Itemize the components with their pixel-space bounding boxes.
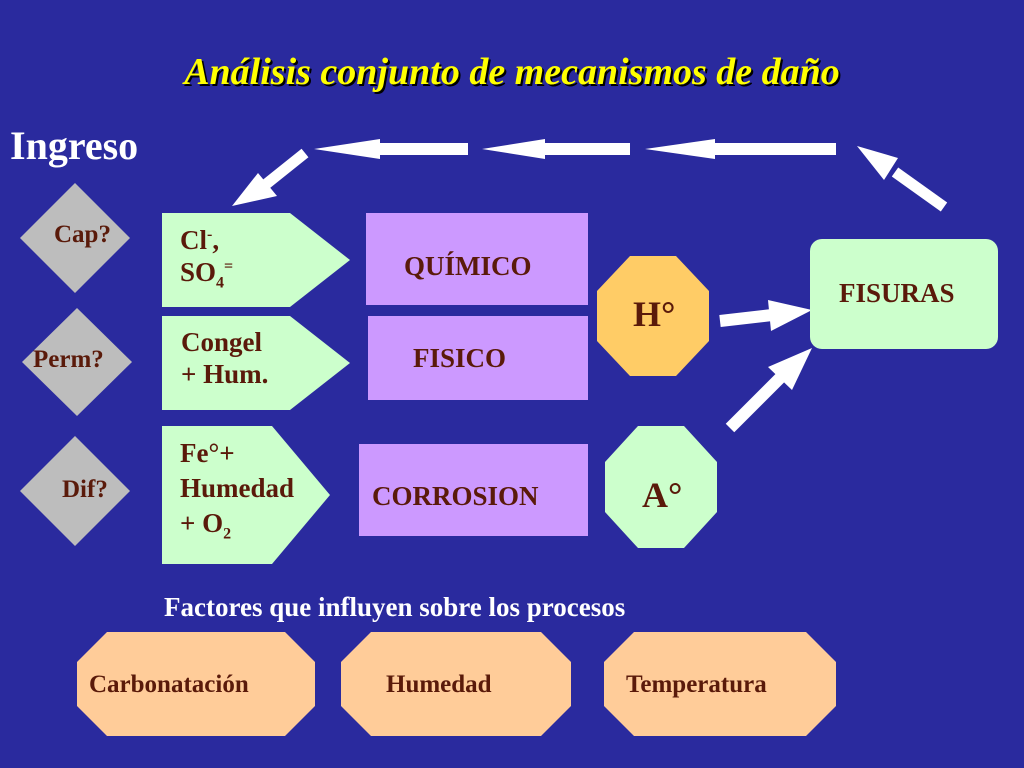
mechanism-physical-label: FISICO: [413, 343, 507, 373]
agent-freeze-humidity: [162, 316, 350, 410]
factor-carbonation-label: Carbonatación: [89, 671, 249, 698]
octagon-h-label: H°: [633, 294, 676, 334]
ingreso-label: Ingreso: [10, 123, 139, 168]
mechanism-chemical-box: [366, 213, 588, 305]
agent-iron-humidity-oxygen-text: Fe°+ Humedad + O2: [180, 438, 295, 543]
fisuras-box: [810, 239, 998, 349]
octagon-h: [597, 256, 709, 376]
arrow-h-to-fisuras: [719, 300, 812, 331]
diamond-perm-label: Perm?: [33, 346, 104, 373]
return-arrow-1: [314, 139, 468, 159]
factor-humidity-label: Humedad: [386, 671, 492, 698]
return-arrow-down-left: [232, 148, 309, 206]
octagon-a-label: A°: [642, 475, 683, 515]
diamond-perm: [22, 308, 132, 416]
diamond-cap: [20, 183, 130, 293]
octagon-a: [605, 426, 717, 548]
factor-temperature-label: Temperatura: [626, 671, 767, 698]
fisuras-label: FISURAS: [839, 278, 955, 308]
factor-humidity-shape: [341, 632, 571, 736]
return-arrow-2: [482, 139, 630, 159]
diamond-dif: [20, 436, 130, 546]
factor-carbonation-shape: [77, 632, 315, 736]
return-arrow-up-left: [857, 146, 948, 212]
agent-chloride-sulfate: [162, 213, 350, 307]
page-title: Análisis conjunto de mecanismos de daño: [184, 51, 840, 93]
factor-temperature-shape: [604, 632, 836, 736]
arrow-a-to-fisuras: [725, 348, 812, 433]
mechanism-chemical-label: QUÍMICO: [404, 251, 532, 281]
diamond-cap-label: Cap?: [54, 221, 111, 248]
agent-freeze-humidity-text: Congel + Hum.: [181, 327, 269, 390]
agent-chloride-sulfate-text: Cl-, SO4=: [180, 225, 234, 292]
agent-iron-humidity-oxygen: [162, 426, 330, 564]
mechanism-corrosion-box: [359, 444, 588, 536]
factors-caption: Factores que influyen sobre los procesos: [164, 592, 626, 622]
return-arrow-3: [645, 139, 836, 159]
mechanism-physical-box: [368, 316, 588, 400]
mechanism-corrosion-label: CORROSION: [372, 481, 539, 511]
diamond-dif-label: Dif?: [62, 476, 108, 503]
